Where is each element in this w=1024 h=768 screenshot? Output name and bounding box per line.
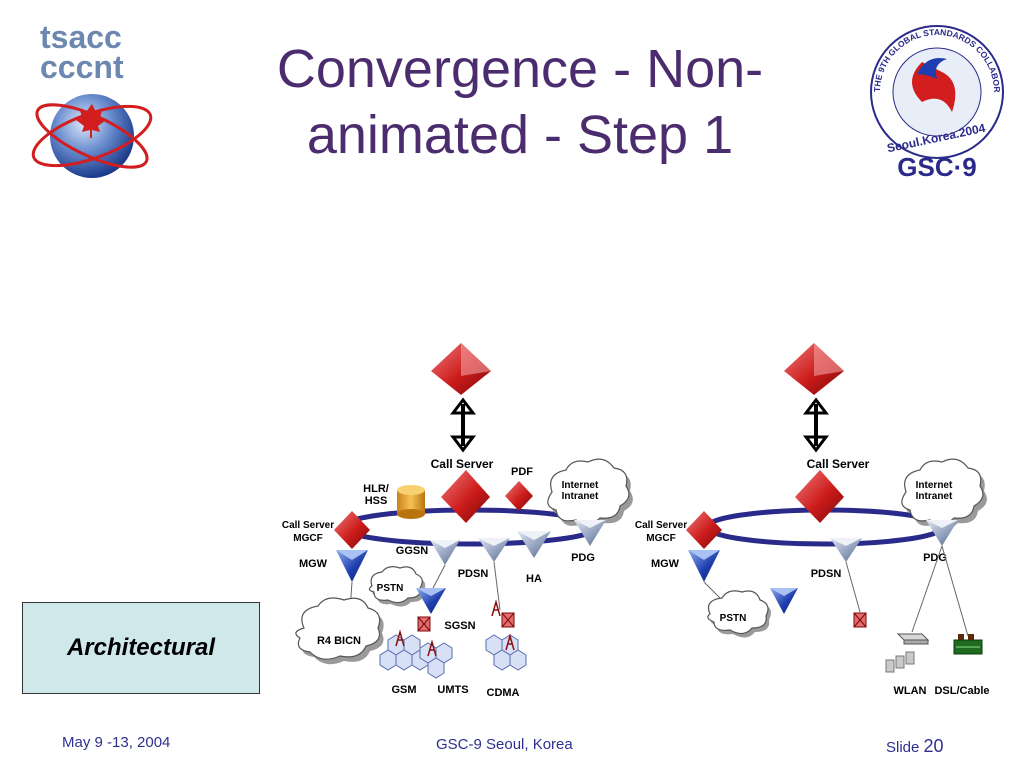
pdg-node-left [574, 520, 606, 546]
dsl-modem-icon [953, 634, 983, 655]
pstn-label-left: PSTN [377, 583, 404, 594]
logo-text-2: cccnt [40, 49, 124, 85]
ha-label: HA [526, 573, 542, 585]
bsc-icon-2 [501, 612, 515, 628]
mgcf-node-right [686, 511, 722, 549]
umts-label: UMTS [437, 684, 468, 696]
bsc-icon-right [853, 612, 867, 628]
gsm-label: GSM [391, 684, 416, 696]
mgcf-label-2-right: MGCF [646, 533, 675, 544]
mgw-node-right [688, 550, 720, 582]
umts-cells [419, 642, 453, 679]
app-server-node-right [784, 343, 844, 395]
title-line-1: Convergence - Non- [276, 39, 764, 99]
pdf-label: PDF [511, 466, 533, 478]
double-arrow-left [449, 397, 477, 453]
title-line-2: animated - Step 1 [306, 105, 734, 165]
mgw-node-left [336, 550, 368, 582]
mgcf-label-1-right: Call Server [635, 520, 687, 531]
call-server-label-left: Call Server [431, 457, 494, 471]
logo-brand-text: GSC·9 [897, 152, 976, 182]
pdg-label-left: PDG [571, 552, 595, 564]
pdg-node-right [926, 520, 958, 546]
internet-cloud-left [547, 458, 633, 529]
mgcf-label-1-left: Call Server [282, 520, 334, 531]
hlr-label-2: HSS [365, 495, 388, 507]
pstn-label-right: PSTN [720, 613, 747, 624]
call-server-label-right: Call Server [807, 457, 870, 471]
bsc-icon-1 [417, 616, 431, 632]
mgcf-node-left [334, 511, 370, 549]
footer-slide-number: 20 [923, 736, 944, 756]
cdma-cells [485, 634, 527, 671]
dsl-cable-label: DSL/Cable [934, 685, 989, 697]
pdsn-node-left [478, 538, 510, 562]
cdma-label: CDMA [487, 687, 520, 699]
pstn-cloud-left [368, 566, 426, 607]
hlr-label-1: HLR/ [363, 483, 389, 495]
maple-leaf-icon [76, 104, 106, 138]
footer-slide: Slide 20 [886, 736, 944, 757]
call-server-node-right [795, 470, 844, 523]
mgw-label-left: MGW [299, 558, 328, 570]
app-server-node-left [431, 343, 491, 395]
internet-label-1-left: Internet [562, 480, 599, 491]
mgcf-label-2-left: MGCF [293, 533, 322, 544]
pdsn-label-left: PDSN [458, 568, 489, 580]
gsc9-logo: THE 9TH GLOBAL STANDARDS COLLABORATION M… [858, 6, 1012, 186]
pstn-cloud-right [707, 590, 771, 638]
pdsn-label-right: PDSN [811, 568, 842, 580]
pdsn-node-right [830, 538, 862, 562]
ha-node [517, 531, 551, 558]
ggsn-label: GGSN [396, 545, 428, 557]
internet-label-1-right: Internet [916, 480, 953, 491]
double-arrow-right [802, 397, 830, 453]
antenna-tower-icon [395, 599, 515, 657]
internet-label-2-left: Intranet [562, 491, 599, 502]
logo-text-1: tsacc [40, 19, 122, 55]
hlr-database-icon [397, 485, 425, 519]
footer-center: GSC-9 Seoul, Korea [436, 736, 573, 753]
swirl-blue-icon [917, 58, 947, 79]
internet-label-2-right: Intranet [916, 491, 953, 502]
ggsn-node [430, 540, 460, 565]
pdf-node [505, 481, 533, 511]
r4-bicn-cloud [295, 597, 384, 665]
sgsn-label: SGSN [444, 620, 475, 632]
swirl-red-icon [912, 62, 956, 112]
footer-date: May 9 -13, 2004 [62, 734, 171, 751]
mgw-label-right: MGW [651, 558, 680, 570]
architectural-box: Architectural [22, 602, 260, 694]
internet-cloud-right [901, 458, 987, 529]
slide-title: Convergence - Non- animated - Step 1 [230, 36, 810, 168]
wlan-label: WLAN [894, 685, 927, 697]
sgsn-node [416, 588, 446, 614]
footer-slide-label: Slide [886, 739, 920, 756]
r4-bicn-label: R4 BICN [317, 635, 361, 647]
call-server-node-left [441, 470, 490, 523]
architectural-label: Architectural [66, 634, 216, 661]
pdg-label-right: PDG [923, 552, 947, 564]
tsacc-logo: tsacc cccnt [30, 18, 160, 188]
wlan-access-point-icon [885, 633, 930, 673]
sgsn-node-right [770, 588, 798, 614]
